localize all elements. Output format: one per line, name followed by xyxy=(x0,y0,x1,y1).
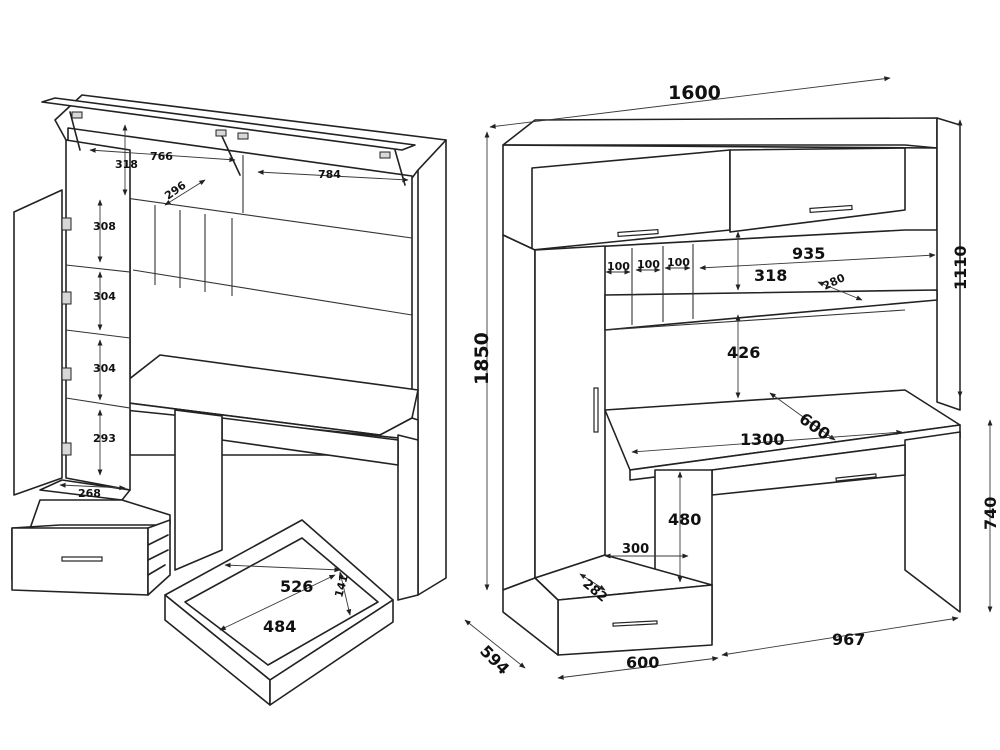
dim-label-766: 766 xyxy=(150,150,173,163)
dim-label-484: 484 xyxy=(263,617,296,636)
dim-line-526 xyxy=(224,562,341,573)
door-handle-icon xyxy=(809,204,853,214)
right-tall-cabinet-side xyxy=(502,234,536,591)
left-tall-shelf-1 xyxy=(65,264,131,273)
lift-mechanism-icon xyxy=(237,132,249,140)
dim-label-740: 740 xyxy=(981,497,1000,530)
drawer-handle-icon xyxy=(612,620,658,627)
left-top-flap xyxy=(41,97,416,151)
left-open-door xyxy=(13,189,63,496)
dim-label-304-b: 304 xyxy=(93,362,116,375)
hinge-icon xyxy=(61,442,72,456)
dim-line-967 xyxy=(721,616,959,657)
dim-line-141 xyxy=(338,571,352,616)
dim-line-600-base xyxy=(557,656,719,680)
dim-label-1300: 1300 xyxy=(740,430,785,449)
dim-label-280: 280 xyxy=(821,271,848,293)
dim-label-784: 784 xyxy=(318,168,341,181)
dim-line-784 xyxy=(257,169,409,183)
dim-line-594 xyxy=(464,619,526,669)
dim-line-1300 xyxy=(631,429,903,455)
dim-line-296 xyxy=(164,179,206,206)
dim-label-480: 480 xyxy=(668,510,701,529)
drawer-runner-lines xyxy=(147,534,169,576)
door-handle-icon xyxy=(617,228,659,238)
left-tall-shelf-2 xyxy=(65,329,131,339)
dim-label-304-a: 304 xyxy=(93,290,116,303)
dim-label-1600: 1600 xyxy=(668,82,721,104)
drawer-handle-icon xyxy=(61,556,103,562)
dim-label-426: 426 xyxy=(727,343,760,362)
front-handle-icon xyxy=(835,473,877,482)
right-hutch-roof xyxy=(502,117,938,149)
left-drawer-side xyxy=(147,519,171,596)
left-inner-leg xyxy=(174,409,223,571)
dim-line-268 xyxy=(59,482,126,491)
lift-mechanism-icon xyxy=(71,111,83,119)
dim-label-100-b: 100 xyxy=(637,258,660,271)
dim-line-282 xyxy=(579,573,606,591)
dim-label-100-a: 100 xyxy=(607,260,630,273)
left-tall-shelf-3 xyxy=(65,397,131,409)
drawer-box-side xyxy=(269,599,394,706)
dim-label-308: 308 xyxy=(93,220,116,233)
dim-label-600-base: 600 xyxy=(626,653,659,672)
right-drawer-side xyxy=(502,577,559,656)
dim-label-318: 318 xyxy=(754,266,787,285)
dim-line-280 xyxy=(817,281,863,301)
dim-label-526: 526 xyxy=(280,577,313,596)
lift-mechanism-icon xyxy=(379,151,391,159)
dim-label-300: 300 xyxy=(622,542,649,557)
right-cabinet-door-right xyxy=(729,147,906,233)
left-view: 766 318 296 784 308 304 304 293 268 526 … xyxy=(11,94,447,706)
hinge-icon xyxy=(61,367,72,381)
hinge-icon xyxy=(61,291,72,305)
dim-label-967: 967 xyxy=(832,630,865,649)
left-side-panel xyxy=(417,139,447,596)
dim-label-293: 293 xyxy=(93,432,116,445)
drawer-box-inner xyxy=(184,537,379,666)
right-shelf-line xyxy=(604,309,906,331)
dim-label-141: 141 xyxy=(332,573,351,599)
dim-label-1110: 1110 xyxy=(951,245,970,290)
dim-label-318-left: 318 xyxy=(115,158,138,171)
dim-label-1850: 1850 xyxy=(471,332,493,385)
dim-line-484 xyxy=(219,574,336,631)
dim-label-100-c: 100 xyxy=(667,256,690,269)
right-hutch-side xyxy=(936,117,961,411)
dim-label-935: 935 xyxy=(792,244,825,263)
dim-line-1600 xyxy=(489,76,891,129)
right-view: 1600 1850 1110 740 100 100 100 935 318 2… xyxy=(464,76,1000,680)
right-leg-right xyxy=(904,431,961,613)
right-shelf xyxy=(604,289,938,331)
dim-label-594: 594 xyxy=(476,641,513,678)
dim-label-268: 268 xyxy=(78,487,101,500)
dim-line-766 xyxy=(89,147,236,163)
tall-door-handle-icon xyxy=(593,387,599,433)
left-leg-panel xyxy=(397,434,419,601)
lift-mechanism-icon xyxy=(215,129,227,137)
hinge-icon xyxy=(61,217,72,231)
